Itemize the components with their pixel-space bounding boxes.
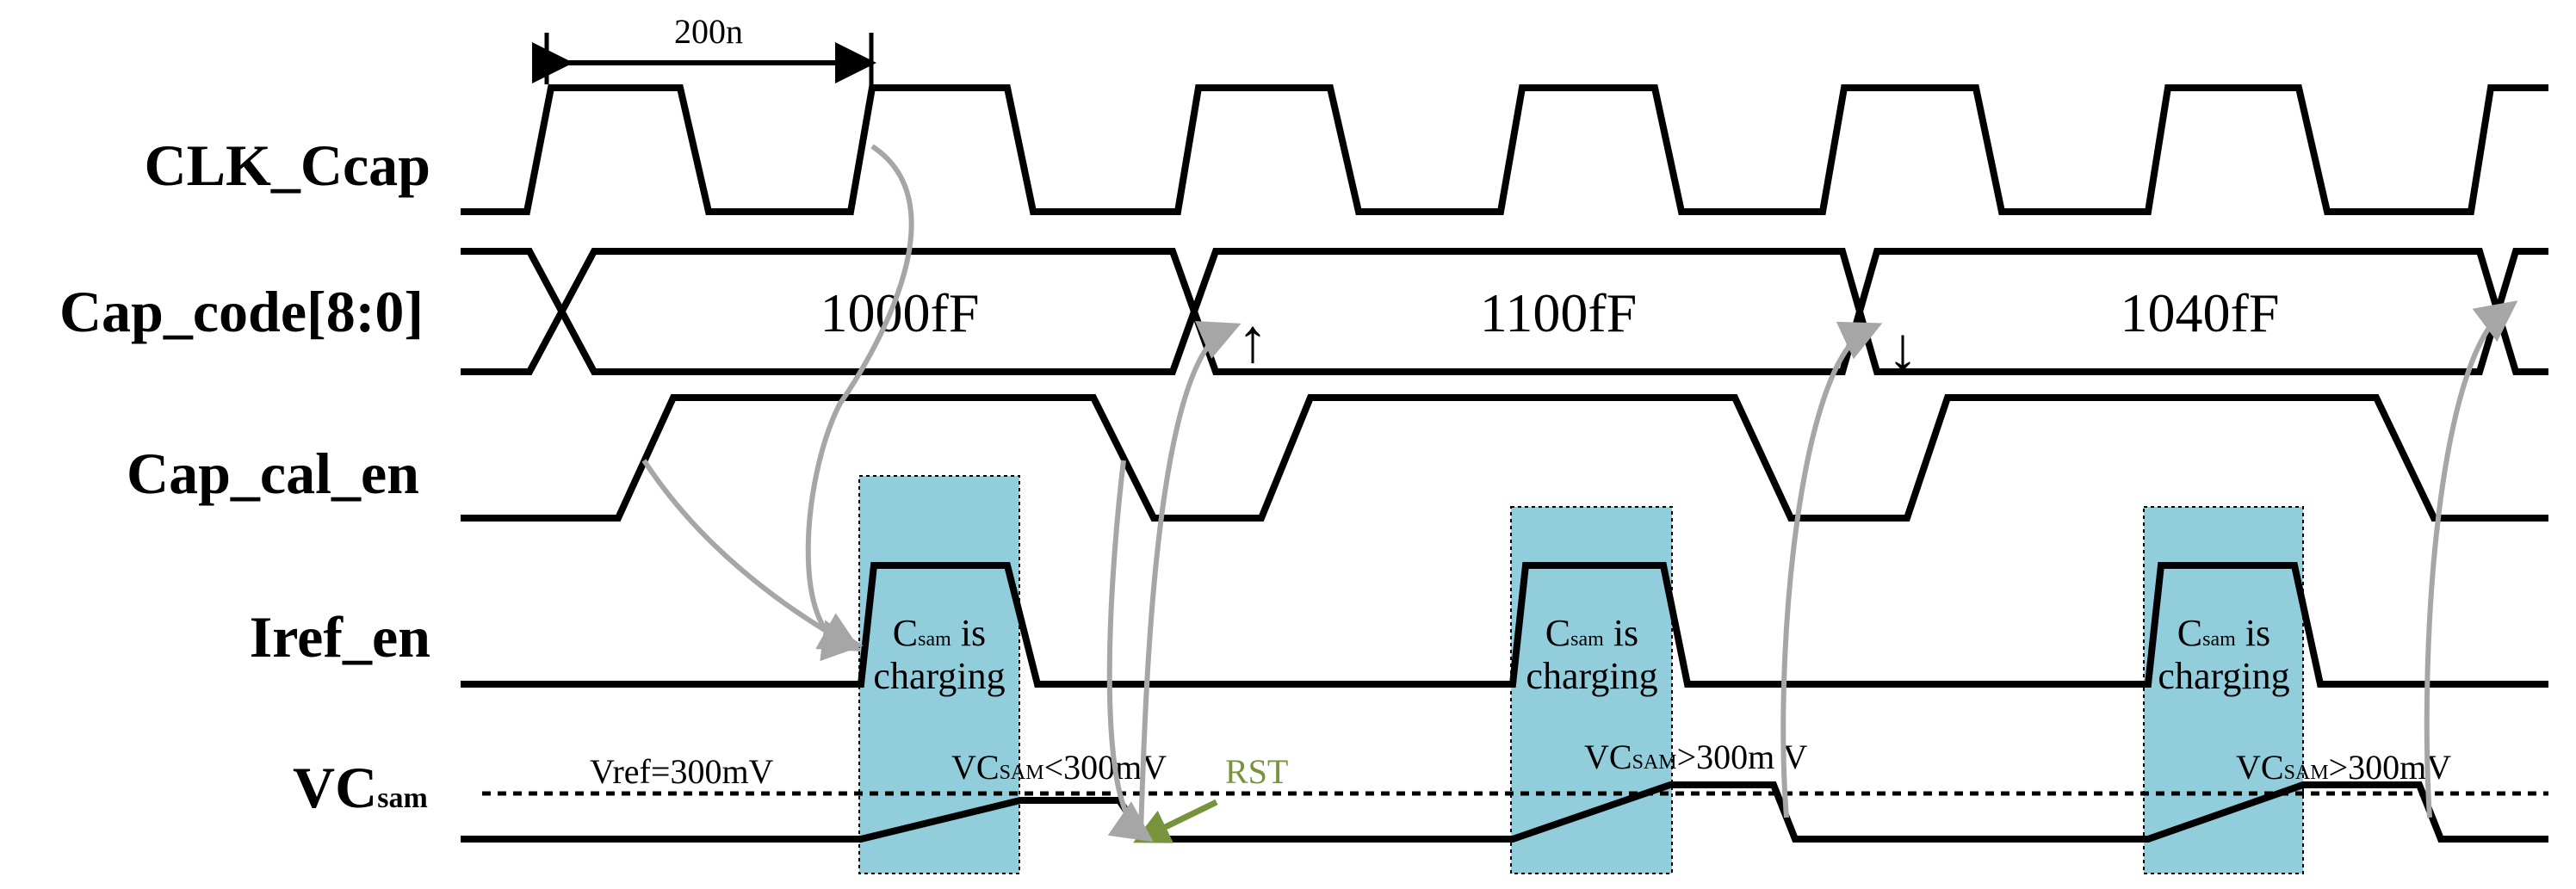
iref-en-waveform: [461, 562, 2548, 688]
causal-arrow-vcsam-to-code-3: [2424, 300, 2518, 818]
svg-text:Csam is: Csam is: [2177, 612, 2270, 654]
signal-label-vcsam: VCsam: [293, 755, 428, 820]
svg-text:Csam is: Csam is: [893, 612, 986, 654]
comparison-label-3: VCSAM>300mV: [2236, 748, 2451, 787]
svg-text:charging: charging: [873, 655, 1005, 697]
causal-arrow-vcsam-to-code-2: [1780, 321, 1883, 818]
cap-cal-en-waveform: [461, 394, 2548, 522]
signal-label-cap-code: Cap_code[8:0]: [59, 279, 424, 344]
signal-label-iref-en: Iref_en: [250, 604, 430, 670]
rst-label: RST: [1225, 752, 1288, 791]
clk-waveform: [461, 84, 2548, 215]
charging-label-1: Csam is charging: [873, 612, 1005, 697]
vref-label: Vref=300mV: [590, 752, 774, 791]
cap-value-2: 1100fF: [1480, 282, 1638, 343]
signal-label-clk: CLK_Ccap: [145, 133, 430, 198]
charging-label-3: Csam is charging: [2158, 612, 2289, 697]
causal-arrow-calen-to-iref: [641, 459, 862, 651]
decrease-arrow-icon: ↓: [1887, 315, 1918, 384]
comparison-label-1: VCSAM<300mV: [951, 748, 1167, 787]
svg-text:charging: charging: [2158, 655, 2289, 697]
comparison-label-2: VCSAM>300m V: [1584, 738, 1808, 776]
causal-arrow-clk-to-iref: [805, 144, 914, 662]
period-label: 200n: [674, 12, 743, 51]
svg-text:Csam is: Csam is: [1545, 612, 1638, 654]
signal-label-cap-cal-en: Cap_cal_en: [127, 441, 419, 506]
svg-text:charging: charging: [1526, 655, 1657, 697]
causal-arrow-calen-to-vcsam-1: [1106, 460, 1154, 843]
charging-label-2: Csam is charging: [1526, 612, 1657, 697]
vcsam-waveform: [461, 781, 2548, 843]
causal-arrow-vcsam-to-code-1: [1138, 321, 1242, 834]
rst-arrow: [1133, 799, 1218, 843]
cap-value-3: 1040fF: [2121, 282, 2280, 343]
period-dimension: 200n: [532, 12, 876, 84]
increase-arrow-icon: ↑: [1237, 306, 1268, 375]
